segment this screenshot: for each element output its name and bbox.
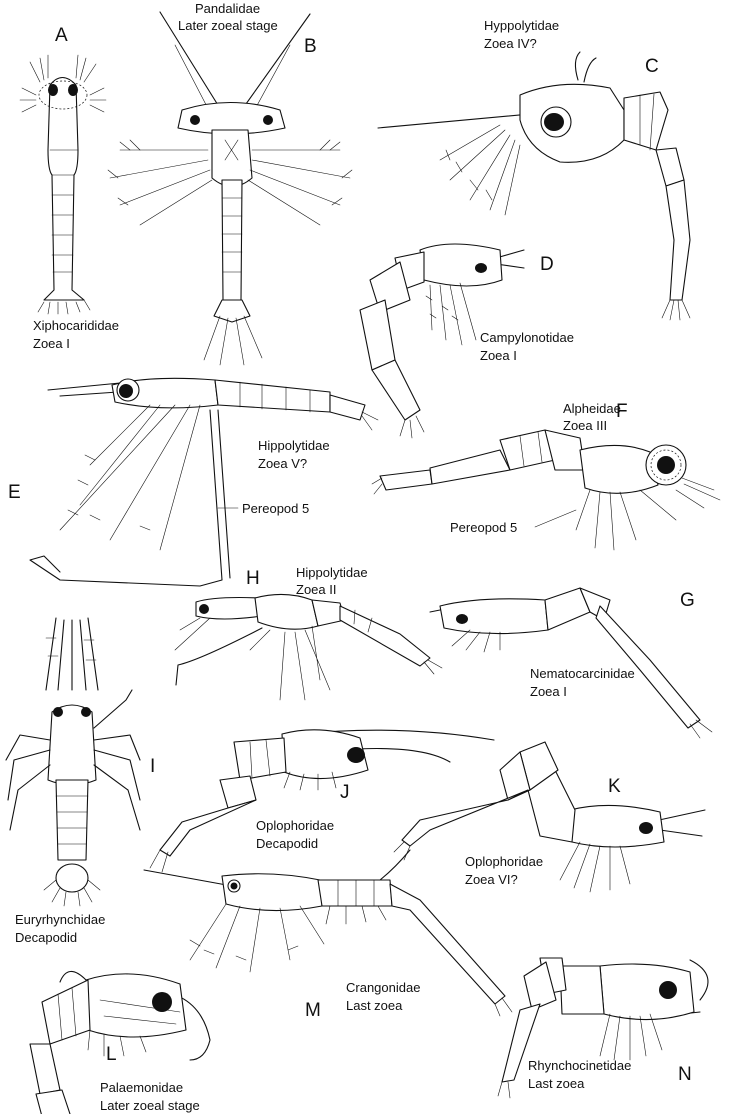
panel-a-drawing: [19, 54, 107, 315]
panel-n-drawing: [497, 957, 709, 1099]
panel-l-stage: Later zoeal stage: [100, 1098, 200, 1113]
panel-f-pereopod-pointer: [534, 509, 577, 528]
panel-k-drawing: [393, 741, 706, 893]
panel-d-drawing: [359, 243, 525, 439]
panel-e-letter: E: [8, 482, 21, 503]
panel-j-family: Oplophoridae: [256, 818, 334, 833]
panel-i-drawing: [5, 617, 141, 907]
panel-j-letter: J: [340, 782, 350, 803]
panel-c-stage: Zoea IV?: [484, 36, 537, 51]
panel-b-stage: Later zoeal stage: [178, 18, 278, 33]
panel-e-callout: Pereopod 5: [242, 501, 309, 516]
panel-m-family: Crangonidae: [346, 980, 420, 995]
panel-b-family: Pandalidae: [195, 1, 260, 16]
panel-l-letter: L: [106, 1044, 117, 1065]
panel-l-drawing: [29, 970, 211, 1114]
panel-h-letter: H: [246, 568, 260, 589]
panel-g-drawing: [429, 587, 713, 739]
panel-m-letter: M: [305, 1000, 321, 1021]
panel-m-drawing: [143, 849, 513, 1017]
panel-h-stage: Zoea II: [296, 582, 336, 597]
panel-n-letter: N: [678, 1064, 692, 1085]
panel-h-drawing: [174, 593, 443, 701]
panel-f-callout: Pereopod 5: [450, 520, 517, 535]
panel-l-family: Palaemonidae: [100, 1080, 183, 1095]
panel-a-letter: A: [55, 25, 68, 46]
panel-g-stage: Zoea I: [530, 684, 567, 699]
panel-f-family: Alpheidae: [563, 401, 621, 416]
panel-d-stage: Zoea I: [480, 348, 517, 363]
panel-i-family: Euryrhynchidae: [15, 912, 105, 927]
panel-f-stage: Zoea III: [563, 418, 607, 433]
panel-g-letter: G: [680, 590, 695, 611]
panel-d-letter: D: [540, 254, 554, 275]
panel-b-letter: B: [304, 36, 317, 57]
panel-i-letter: I: [150, 756, 155, 777]
panel-n-stage: Last zoea: [528, 1076, 585, 1091]
panel-c-family: Hyppolytidae: [484, 18, 559, 33]
panel-e-drawing: [29, 377, 379, 587]
panel-c-letter: C: [645, 56, 659, 77]
panel-e-family: Hippolytidae: [258, 438, 330, 453]
panel-e-stage: Zoea V?: [258, 456, 307, 471]
panel-i-stage: Decapodid: [15, 930, 77, 945]
panel-k-family: Oplophoridae: [465, 854, 543, 869]
panel-f-letter: F: [616, 401, 628, 422]
panel-h-family: Hippolytidae: [296, 565, 368, 580]
panel-m-stage: Last zoea: [346, 998, 403, 1013]
panel-j-drawing: [149, 729, 495, 873]
panel-b-drawing: [107, 11, 353, 366]
panel-k-stage: Zoea VI?: [465, 872, 518, 887]
panel-k-letter: K: [608, 776, 621, 797]
panel-n-family: Rhynchocinetidae: [528, 1058, 631, 1073]
panel-d-family: Campylonotidae: [480, 330, 574, 345]
panel-g-family: Nematocarcinidae: [530, 666, 635, 681]
panel-f-drawing: [371, 429, 721, 551]
panel-a-stage: Zoea I: [33, 336, 70, 351]
panel-j-stage: Decapodid: [256, 836, 318, 851]
panel-c-drawing: [377, 51, 691, 321]
panel-a-family: Xiphocarididae: [33, 318, 119, 333]
